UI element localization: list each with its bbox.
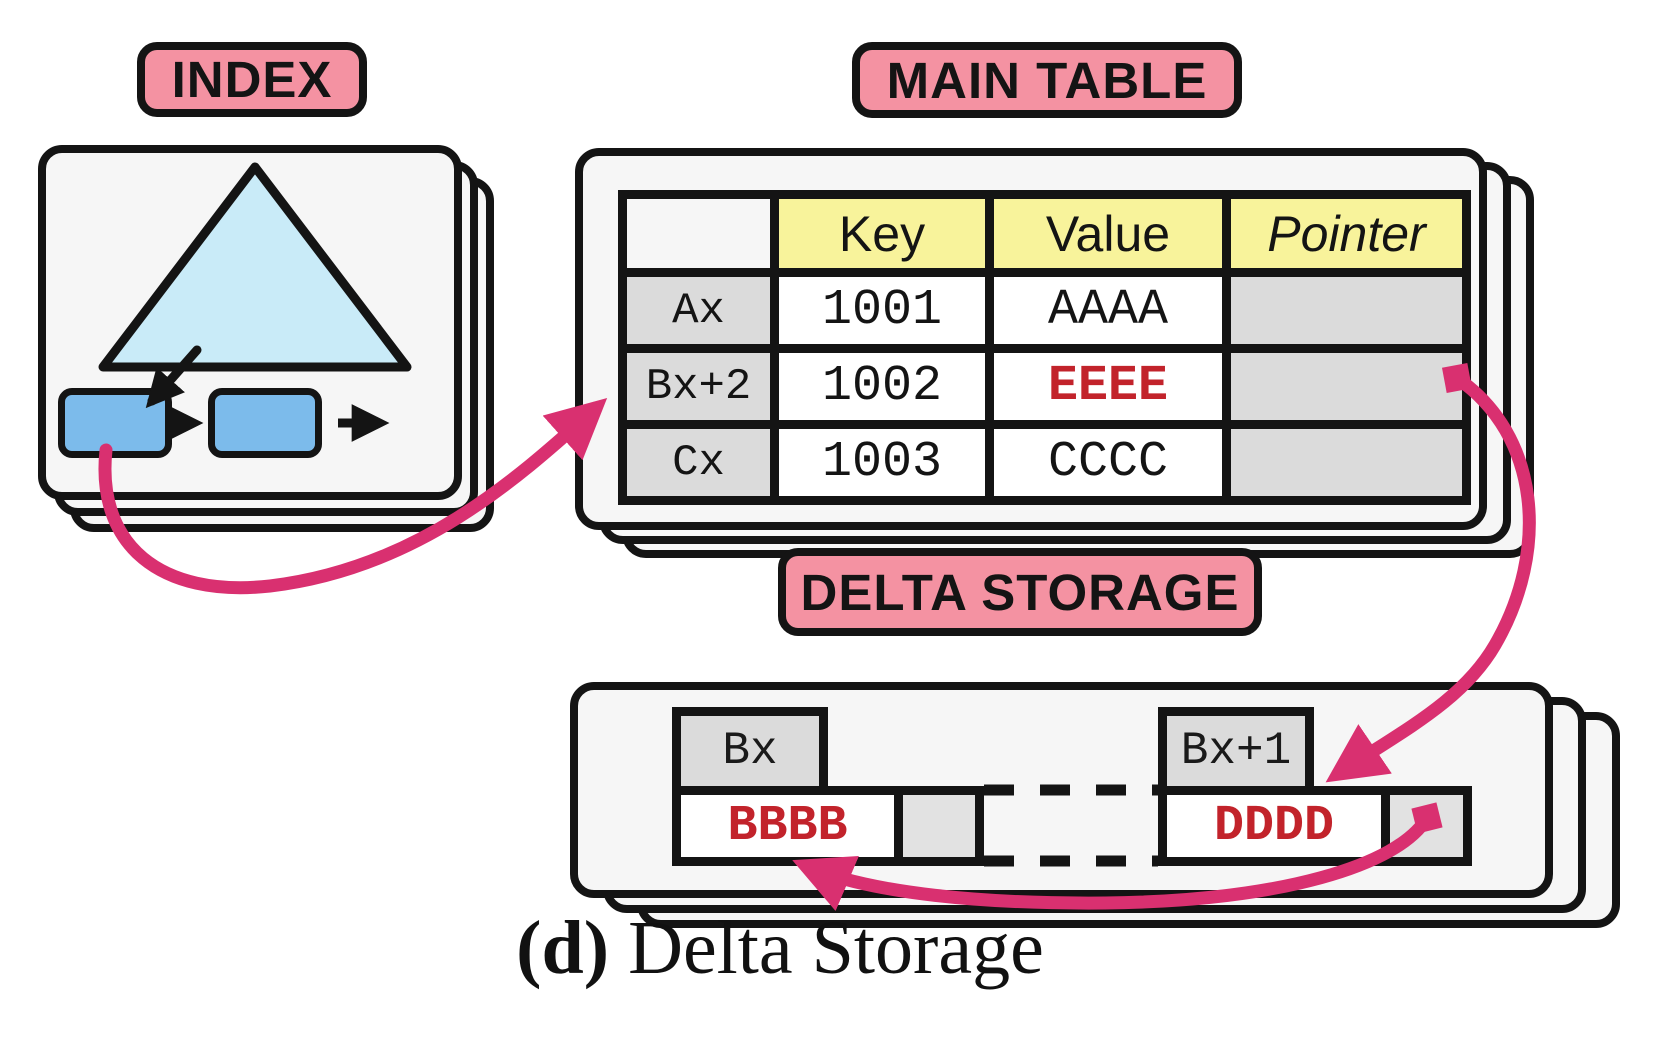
delta-entry-value-box: BBBB (672, 786, 903, 866)
key-cell: 1001 (770, 268, 994, 353)
key-cell: 1002 (770, 344, 994, 429)
table-row: Bx+2 1002 EEEE (618, 344, 1471, 429)
delta-entry-key-tab: Bx+1 (1158, 707, 1314, 795)
table-corner-spacer (618, 190, 779, 277)
caption-title: Delta Storage (609, 906, 1044, 990)
pointer-cell-empty (1222, 344, 1471, 429)
main-table-label: MAIN TABLE (852, 42, 1242, 118)
table-row: Cx 1003 CCCC (618, 420, 1471, 505)
caption-index: (d) (516, 906, 610, 990)
column-header-value: Value (985, 190, 1231, 277)
figure-caption: (d) Delta Storage (430, 905, 1130, 992)
pointer-cell-empty (1222, 420, 1471, 505)
delta-entry-pointer-slot (1381, 786, 1472, 866)
table-row: Ax 1001 AAAA (618, 268, 1471, 353)
value-cell: CCCC (985, 420, 1231, 505)
column-header-key: Key (770, 190, 994, 277)
row-label: Ax (618, 268, 779, 353)
delta-entry-pointer-slot (894, 786, 984, 866)
delta-entry-value-box: DDDD (1158, 786, 1390, 866)
value-cell: AAAA (985, 268, 1231, 353)
index-node-box (58, 388, 172, 458)
delta-entry-key-tab: Bx (672, 707, 828, 795)
column-header-pointer: Pointer (1222, 190, 1471, 277)
value-cell-highlighted: EEEE (985, 344, 1231, 429)
pointer-cell-empty (1222, 268, 1471, 353)
row-label: Cx (618, 420, 779, 505)
main-table: Key Value Pointer Ax 1001 AAAA Bx+2 1002… (618, 190, 1471, 505)
delta-storage-label: DELTA STORAGE (778, 548, 1262, 636)
row-label: Bx+2 (618, 344, 779, 429)
index-label: INDEX (137, 42, 367, 117)
index-node-box (208, 388, 322, 458)
key-cell: 1003 (770, 420, 994, 505)
